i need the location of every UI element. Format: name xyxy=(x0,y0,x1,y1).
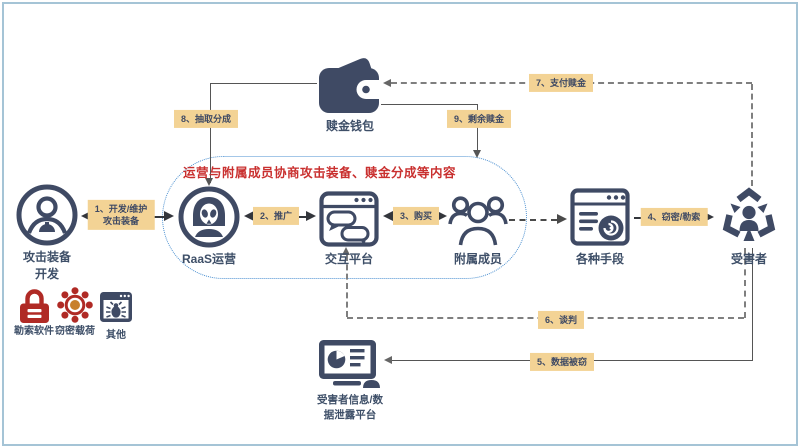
line-remaining-h xyxy=(381,104,478,106)
line-commission-v xyxy=(210,83,212,183)
line-affiliates-to-methods xyxy=(509,219,557,221)
flow-label-promote: 2、推广 xyxy=(252,206,300,226)
methods-label: 各种手段 xyxy=(575,252,625,266)
flow-label-develop-line2: 攻击装备 xyxy=(102,216,140,226)
arrowhead-data-theft-left xyxy=(384,356,392,364)
arrowhead-remaining-down xyxy=(473,150,481,158)
arrowhead-pay-ransom-left xyxy=(383,79,391,87)
ransomware-label: 勒索软件 xyxy=(14,326,54,337)
developer-label-line2: 开发 xyxy=(34,267,60,282)
developer-label-line1: 攻击装备 xyxy=(22,250,72,264)
arrowhead-promote-left xyxy=(244,211,254,221)
other-label: 其他 xyxy=(106,330,126,341)
flow-label-data-theft: 5、数据被窃 xyxy=(529,352,595,372)
line-negotiate-v-platform xyxy=(346,255,348,317)
arrowhead-commission-down xyxy=(205,178,213,186)
leak-label: 受害者信息/数 据泄露平台 xyxy=(317,393,383,423)
leak-label-line2: 据泄露平台 xyxy=(323,409,377,422)
hooded-hacker-icon xyxy=(178,186,240,248)
browser-scan-icon xyxy=(570,188,630,246)
people-group-icon xyxy=(448,193,508,247)
negotiation-annotation: 运营与附属成员协商攻击装备、赎金分成等内容 xyxy=(183,166,457,180)
arrowhead-promote-right xyxy=(306,211,316,221)
developer-person-icon xyxy=(16,184,78,246)
bug-window-icon xyxy=(99,291,133,323)
line-data-theft-v xyxy=(752,248,754,361)
red-lock-icon xyxy=(18,288,51,325)
flow-label-develop-line1: 1、开发/维护 xyxy=(94,203,148,214)
monitor-stats-icon xyxy=(318,339,382,389)
line-negotiate-v-victim xyxy=(744,248,746,318)
flow-label-extort: 4、窃密/勒索 xyxy=(640,207,708,227)
platform-label: 交互平台 xyxy=(324,252,374,266)
arrowhead-purchase-right xyxy=(437,211,447,221)
flow-label-pay-ransom: 7、支付赎金 xyxy=(528,73,594,93)
arrowhead-develop-left xyxy=(81,211,91,221)
stealer-label: 窃密载荷 xyxy=(55,326,95,337)
arrowhead-affiliates-to-methods xyxy=(557,214,567,224)
arrowhead-purchase-left xyxy=(383,211,393,221)
developer-label: 攻击装备 开发 xyxy=(23,249,71,284)
line-commission-h xyxy=(210,83,317,85)
leak-label-line1: 受害者信息/数 xyxy=(317,394,383,406)
flow-label-commission: 8、抽取分成 xyxy=(173,109,239,129)
flow-label-negotiate: 6、谈判 xyxy=(537,310,585,330)
wallet-label: 赎金钱包 xyxy=(325,119,375,133)
red-virus-icon xyxy=(56,286,94,324)
arrowhead-negotiate-up xyxy=(342,247,350,255)
wallet-icon xyxy=(317,56,381,115)
affiliates-label: 附属成员 xyxy=(453,252,503,266)
person-under-attack-icon xyxy=(717,186,781,248)
flow-label-develop: 1、开发/维护 攻击装备 xyxy=(87,199,155,231)
flow-label-purchase: 3、购买 xyxy=(392,206,440,226)
raas-label: RaaS运营 xyxy=(181,252,237,266)
line-pay-ransom-v xyxy=(751,84,753,186)
arrowhead-develop-right xyxy=(164,211,174,221)
chat-window-icon xyxy=(319,191,379,247)
flow-label-remaining: 9、剩余赎金 xyxy=(446,109,512,129)
arrowhead-extort-right xyxy=(704,212,714,222)
victim-label: 受害者 xyxy=(730,252,768,266)
